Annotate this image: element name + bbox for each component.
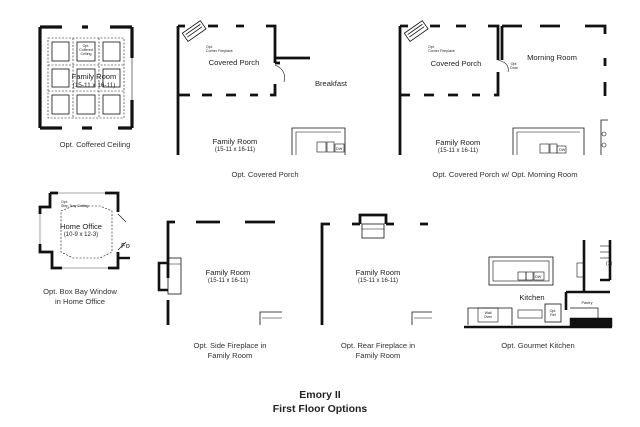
coffered-ceiling-plan <box>38 25 134 130</box>
porch-note-dw: DW <box>336 147 343 151</box>
office-foyer-label: Fo <box>121 241 130 250</box>
rear-fireplace-family-room-size: (15-11 x 16-11) <box>358 278 398 284</box>
coffered-family-room-size: (15-11 x 16-11) <box>73 82 116 89</box>
caption-line-1: Opt. Side Fireplace in <box>193 341 267 350</box>
covered-porch-plan <box>176 20 346 155</box>
morning-note-dw: DW <box>559 148 566 152</box>
porch-covered-porch-label: Covered Porch <box>209 58 260 67</box>
porch-family-room-size: (15-11 x 16-11) <box>215 147 255 153</box>
covered-porch-morning-room-plan <box>398 20 608 155</box>
caption-line-2: Family Room <box>355 351 401 361</box>
gourmet-kitchen-plan <box>464 240 613 329</box>
morning-note-opt: Opt. <box>428 45 435 49</box>
side-fireplace-family-room-label: Family Room <box>206 268 251 277</box>
room-labels: Family Room (15-11 x 16-11) Opt. Coffere… <box>60 44 612 319</box>
morning-note-fireplace: Corner Fireplace <box>428 49 455 53</box>
caption-gourmet-kitchen: Opt. Gourmet Kitchen <box>468 341 608 351</box>
side-fireplace-plan <box>157 220 282 325</box>
porch-note-fireplace: Corner Fireplace <box>206 49 233 53</box>
office-note-tray: Step Tray Ceiling <box>61 204 88 208</box>
caption-covered-porch: Opt. Covered Porch <box>190 170 340 180</box>
caption-covered-porch-morning: Opt. Covered Porch w/ Opt. Morning Room <box>400 170 610 180</box>
morning-covered-porch-label: Covered Porch <box>431 59 482 68</box>
rear-fireplace-plan <box>320 213 432 325</box>
caption-line-2: Family Room <box>207 351 253 361</box>
caption-coffered-ceiling: Opt. Coffered Ceiling <box>20 140 170 150</box>
rear-fireplace-family-room-label: Family Room <box>356 268 401 277</box>
morning-note-opt-door-1: Opt. <box>511 62 518 66</box>
caption-rear-fireplace: Opt. Rear Fireplace in Family Room <box>308 341 448 362</box>
morning-note-opt-door-2: Door <box>510 66 519 70</box>
box-bay-home-office-plan <box>38 191 130 270</box>
coffered-note-1: Opt. <box>83 44 90 48</box>
caption-box-bay: Opt. Box Bay Window in Home Office <box>10 287 150 308</box>
title-line-1: Emory II <box>299 389 341 401</box>
porch-note-opt: Opt. <box>206 45 213 49</box>
caption-text: Opt. Gourmet Kitchen <box>501 341 575 350</box>
morning-room-label: Morning Room <box>527 53 577 62</box>
pantry-label: Pantry <box>582 301 593 305</box>
caption-text: Opt. Covered Porch <box>231 170 299 179</box>
morning-family-room-size: (15-11 x 16-11) <box>438 148 478 154</box>
caption-line-2: in Home Office <box>54 297 106 307</box>
caption-line-1: Opt. Box Bay Window <box>43 287 117 296</box>
kitchen-note-opt: Opt. <box>550 309 557 313</box>
side-fireplace-family-room-size: (15-11 x 16-11) <box>208 278 248 284</box>
kitchen-note-oven: Oven <box>484 315 493 319</box>
page-title: Emory II First Floor Options <box>0 389 640 416</box>
office-label: Home Office <box>60 222 102 231</box>
office-note-opt: Opt. <box>61 200 68 204</box>
title-line-2: First Floor Options <box>272 402 368 415</box>
coffered-family-room-label: Family Room <box>72 72 117 81</box>
coffered-note-2: Coffered <box>79 48 93 52</box>
porch-family-room-label: Family Room <box>213 137 258 146</box>
kitchen-note-ref: Ref <box>550 313 556 317</box>
caption-text: Opt. Covered Porch w/ Opt. Morning Room <box>432 170 578 179</box>
kitchen-label: Kitchen <box>519 293 544 302</box>
kitchen-note-dw: DW <box>535 275 542 279</box>
kitchen-note-wall: Wall <box>485 311 492 315</box>
kitchen-note-1: (1) <box>606 261 612 267</box>
morning-family-room-label: Family Room <box>436 138 481 147</box>
caption-line-1: Opt. Rear Fireplace in <box>340 341 416 350</box>
office-size: (10-9 x 12-3) <box>64 232 98 238</box>
caption-text: Opt. Coffered Ceiling <box>59 140 131 149</box>
porch-breakfast-label: Breakfast <box>315 79 348 88</box>
coffered-note-3: Ceiling <box>81 52 92 56</box>
caption-side-fireplace: Opt. Side Fireplace in Family Room <box>160 341 300 362</box>
